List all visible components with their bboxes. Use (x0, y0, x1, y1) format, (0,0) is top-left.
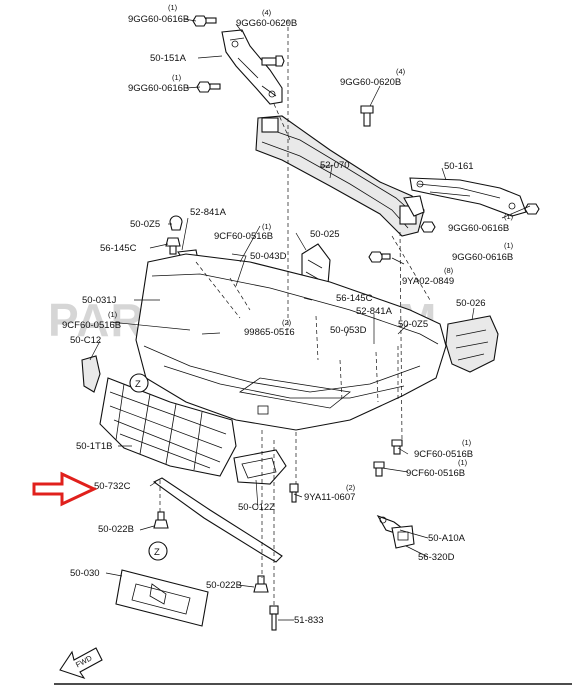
bolt-9GG60-0616B-r2[interactable] (420, 221, 436, 233)
qty-9CF60-0516B-d: (1) (458, 458, 468, 467)
connector-56-320D[interactable] (391, 525, 415, 549)
qty-9GG60-0616B-b: (1) (172, 73, 182, 82)
highlight-arrow (32, 471, 98, 507)
qty-9GG60-0616B-r2: (1) (504, 241, 514, 250)
fwd-arrow-icon: FWD (59, 647, 103, 680)
svg-text:Z: Z (135, 379, 141, 390)
label-50-030: 50-030 (70, 568, 100, 579)
label-56-145C-b: 56-145C (336, 293, 373, 304)
bumper-cover-50-031J[interactable] (135, 253, 447, 431)
bolt-9GG60-0616B-top[interactable] (192, 15, 217, 27)
label-9YA02-0849: 9YA02-0849 (402, 276, 454, 287)
qty-99865-0516: (2) (282, 318, 292, 327)
label-50-C12Z: 50-C12Z (238, 502, 275, 513)
qty-9CF60-0516B-a: (1) (262, 222, 272, 231)
label-9GG60-0616B-r1: 9GG60-0616B (448, 223, 509, 234)
label-99865-0516: 99865-0516 (244, 327, 295, 338)
bolt-9GG60-0620B-top[interactable] (261, 55, 285, 67)
molding-50-C12[interactable] (81, 355, 101, 393)
qty-9CF60-0516B-b: (1) (108, 310, 118, 319)
label-50-031J: 50-031J (82, 295, 117, 306)
label-50-026: 50-026 (456, 298, 486, 309)
clip-56-145C-a[interactable] (165, 237, 181, 255)
bumper-reinforcement-52-070[interactable] (255, 115, 425, 237)
label-50-043D: 50-043D (250, 251, 287, 262)
label-9GG60-0616B-top: 9GG60-0616B (128, 14, 189, 25)
bolt-9CF60-0516B-c[interactable] (391, 439, 403, 455)
bolt-9YA11-0607[interactable] (289, 483, 299, 503)
bracket-50-161[interactable] (409, 177, 527, 217)
qty-9GG60-0616B-r1: (1) (504, 212, 514, 221)
label-50-0Z5-b: 50-0Z5 (398, 319, 428, 330)
license-plate-bracket-50-030[interactable] (115, 569, 209, 627)
label-9GG60-0620B-r: 9GG60-0620B (340, 77, 401, 88)
bracket-50-151A[interactable] (221, 29, 283, 105)
label-50-A10A: 50-A10A (428, 533, 466, 544)
label-50-161: 50-161 (444, 161, 474, 172)
bolt-9CF60-0516B-d[interactable] (373, 461, 385, 477)
label-50-151A: 50-151A (150, 53, 187, 64)
bolt-9GG60-0616B-r1[interactable] (524, 203, 540, 215)
label-50-C12: 50-C12 (70, 335, 101, 346)
clip-50-0Z5-a[interactable] (169, 215, 183, 231)
clip-50-022B-b[interactable] (253, 575, 269, 593)
dashed-lines (159, 20, 431, 606)
label-56-320D: 56-320D (418, 552, 455, 563)
label-50-022B-a: 50-022B (98, 524, 134, 535)
label-50-022B-b: 50-022B (206, 580, 242, 591)
label-51-833: 51-833 (294, 615, 324, 626)
view-marker-z-1: Z (129, 373, 149, 393)
label-50-025: 50-025 (310, 229, 340, 240)
bolt-51-833[interactable] (269, 605, 279, 631)
leader-lines (89, 18, 531, 621)
qty-9GG60-0620B-top: (4) (262, 8, 272, 17)
label-9GG60-0616B-b: 9GG60-0616B (128, 83, 189, 94)
bolt-9GG60-0620B-r[interactable] (360, 105, 374, 127)
label-9CF60-0516B-d: 9CF60-0516B (406, 468, 465, 479)
label-9CF60-0516B-b: 9CF60-0516B (62, 320, 121, 331)
bolt-9GG60-0616B-b[interactable] (196, 81, 221, 93)
label-56-145C-a: 56-145C (100, 243, 137, 254)
qty-9GG60-0616B-top: (1) (168, 3, 178, 12)
lower-grille-50-1T1B[interactable] (99, 377, 237, 477)
label-52-841A-b: 52-841A (356, 306, 393, 317)
bolt-9YA02-0849[interactable] (368, 251, 391, 263)
strip-50-732C[interactable] (152, 477, 283, 563)
label-9CF60-0516B-c: 9CF60-0516B (414, 449, 473, 460)
label-50-0Z5-a: 50-0Z5 (130, 219, 160, 230)
label-9GG60-0620B-top: 9GG60-0620B (236, 18, 297, 29)
label-52-070: 52-070 (320, 160, 350, 171)
qty-9YA11-0607: (2) (346, 483, 356, 492)
view-marker-z-2: Z (148, 541, 168, 561)
label-9CF60-0516B-a: 9CF60-0516B (214, 231, 273, 242)
part-labels: (1) 9GG60-0616B (4) 9GG60-0620B 50-151A … (62, 3, 514, 626)
clip-50-022B-a[interactable] (153, 511, 169, 529)
fog-lamp-50-026[interactable] (445, 315, 499, 373)
molding-50-C12Z[interactable] (233, 449, 287, 485)
label-50-732C: 50-732C (94, 481, 131, 492)
qty-9YA02-0849: (8) (444, 266, 454, 275)
label-50-1T1B: 50-1T1B (76, 441, 112, 452)
label-52-841A-a: 52-841A (190, 207, 227, 218)
label-50-053D: 50-053D (330, 325, 367, 336)
label-9GG60-0616B-r2: 9GG60-0616B (452, 252, 513, 263)
svg-text:Z: Z (154, 547, 160, 558)
label-9YA11-0607: 9YA11-0607 (304, 492, 355, 503)
qty-9GG60-0620B-r: (4) (396, 67, 406, 76)
qty-9CF60-0516B-c: (1) (462, 438, 472, 447)
